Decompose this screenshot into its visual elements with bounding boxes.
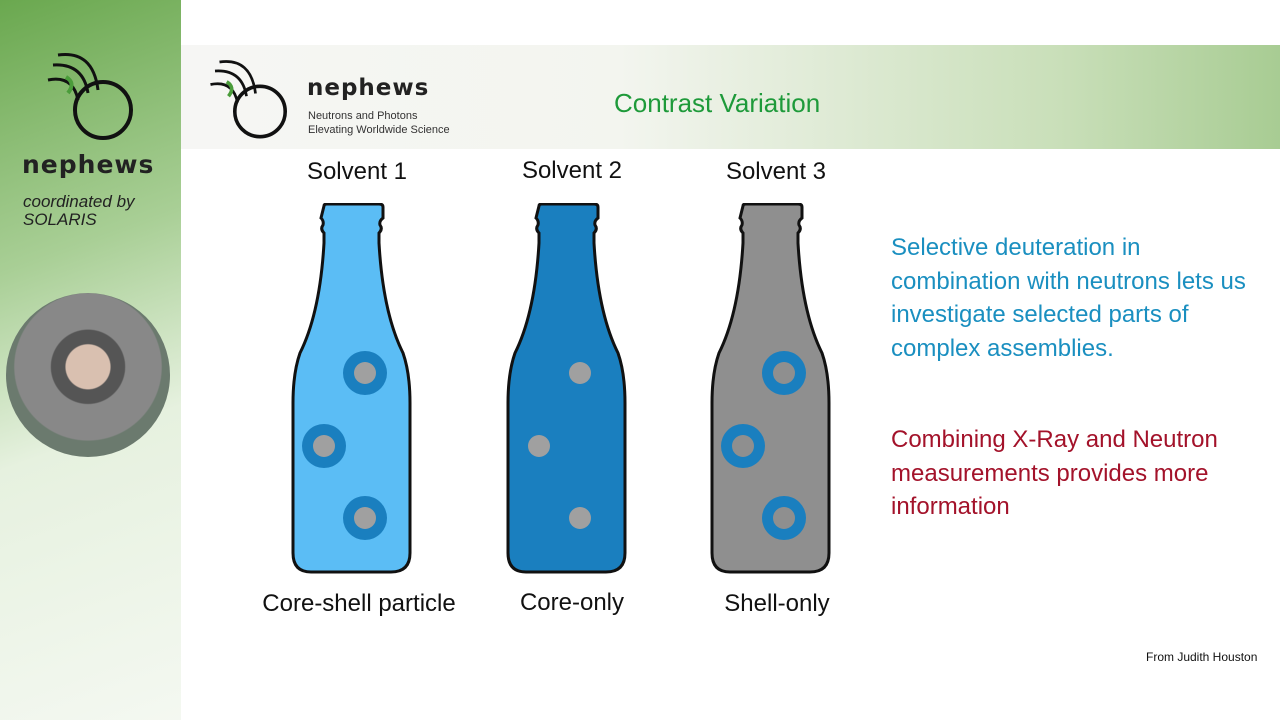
tagline-line-1: Neutrons and Photons — [308, 110, 418, 122]
particle-core — [354, 362, 376, 384]
nephews-logo-icon — [210, 60, 287, 139]
slide-title: Contrast Variation — [614, 88, 821, 118]
particle-core — [773, 507, 795, 529]
particle-core — [569, 507, 591, 529]
nephews-logo-icon — [47, 52, 133, 140]
bottle-caption: Core-shell particle — [262, 590, 456, 617]
note-deuteration: Selective deuteration in combination wit… — [891, 234, 1246, 362]
sidebar: nephews coordinated by SOLARIS — [0, 0, 181, 720]
solvent-label: Solvent 3 — [725, 158, 827, 185]
particle-core — [313, 435, 335, 457]
particle-core — [773, 362, 795, 384]
tagline-line-2: Elevating Worldwide Science — [308, 124, 450, 136]
coordinated-by: coordinated by SOLARIS — [23, 192, 135, 229]
bottle-shell-only — [710, 203, 831, 574]
particle-core — [569, 362, 591, 384]
particle-core — [354, 507, 376, 529]
bottle-caption: Shell-only — [724, 590, 830, 617]
bottle-caption: Core-only — [519, 589, 625, 616]
solvent-label: Solvent 2 — [521, 157, 623, 184]
particle-core — [732, 435, 754, 457]
image-credit: From Judith Houston — [1146, 650, 1258, 664]
note-xray-neutron: Combining X-Ray and Neutron measurements… — [891, 426, 1218, 520]
sidebar-brand: nephews — [22, 150, 155, 179]
solvent-label: Solvent 1 — [306, 158, 408, 185]
bottle-core-only — [506, 203, 627, 574]
particle-core — [528, 435, 550, 457]
presenter-webcam — [6, 293, 170, 457]
bottle-core-shell — [291, 203, 412, 574]
header-brand: nephews — [307, 75, 430, 101]
